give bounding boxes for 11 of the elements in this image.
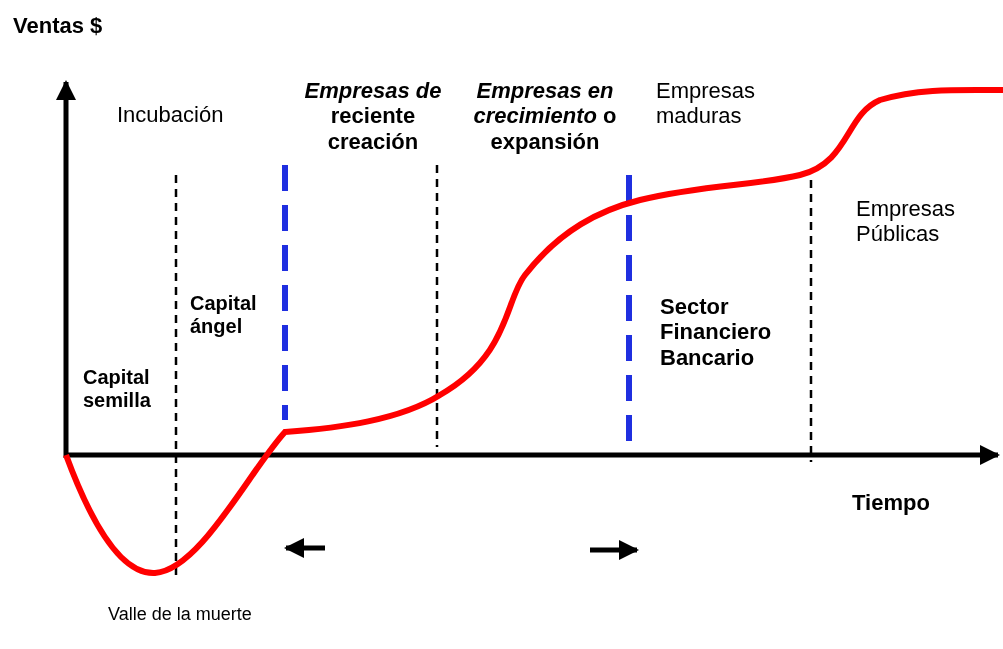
financing-label: Capital ángel: [190, 292, 258, 338]
financing-label: Capital semilla: [83, 366, 152, 412]
stage-label: Empresas maduras: [656, 78, 757, 129]
stage-label: Empresas de reciente creación: [303, 78, 443, 154]
stage-label: Empresas Públicas: [856, 196, 957, 247]
axis-title: Tiempo: [852, 490, 931, 516]
annotation: Valle de la muerte: [108, 604, 253, 625]
stage-label: Empresas en crecimiento o expansión: [472, 78, 618, 154]
financing-label: Sector Financiero Bancario: [660, 294, 773, 370]
axis-title: Ventas $: [13, 13, 104, 39]
stage-label: Incubación: [117, 102, 225, 128]
